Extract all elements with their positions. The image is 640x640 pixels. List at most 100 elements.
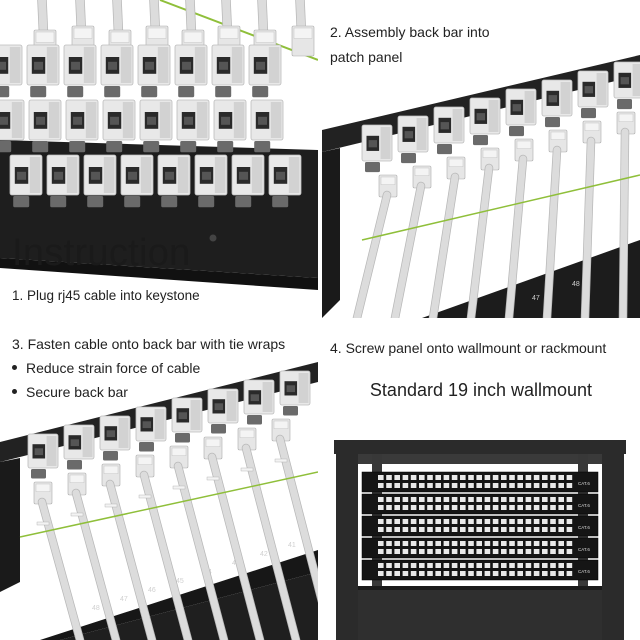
mini-port xyxy=(484,519,491,524)
wallmount-title: Standard 19 inch wallmount xyxy=(369,380,593,400)
keystone-jack xyxy=(213,99,247,153)
mini-port xyxy=(566,505,573,510)
rj45-contacts xyxy=(108,61,117,70)
mini-port xyxy=(468,519,474,524)
mini-port xyxy=(427,563,433,568)
mini-port xyxy=(550,563,556,568)
keystone-jack xyxy=(361,124,393,173)
mini-port xyxy=(550,475,556,480)
mini-port xyxy=(484,571,491,576)
mini-port xyxy=(378,527,384,532)
mini-port xyxy=(542,549,548,554)
mini-port xyxy=(566,571,573,576)
keystone-side xyxy=(177,157,189,193)
keystone-side xyxy=(66,157,78,193)
mini-port xyxy=(378,563,384,568)
mini-port xyxy=(533,563,540,568)
mini-port xyxy=(451,519,458,524)
keystone-jack xyxy=(65,99,99,153)
mini-port xyxy=(550,505,556,510)
keystone-latch xyxy=(87,196,104,208)
keystone-side xyxy=(488,100,499,132)
step-3-text: 3. Fasten cable onto back bar with tie w… xyxy=(12,336,286,352)
mini-port xyxy=(435,505,441,510)
mini-port xyxy=(402,563,409,568)
mini-port xyxy=(460,505,466,510)
bullet-icon xyxy=(12,388,17,394)
mini-port xyxy=(533,475,540,480)
network-cable xyxy=(467,164,493,318)
rj45-contacts xyxy=(276,171,285,180)
mini-port xyxy=(468,527,474,532)
keystone-jack xyxy=(469,97,501,146)
keystone-latch xyxy=(217,141,234,153)
mini-port xyxy=(394,549,400,554)
keystone-latch xyxy=(365,162,380,173)
mini-port xyxy=(410,519,417,524)
mini-port xyxy=(468,563,474,568)
mini-port xyxy=(402,519,409,524)
plug-head xyxy=(239,429,255,438)
keystone-latch xyxy=(283,406,298,416)
keystone-jack xyxy=(83,154,117,208)
tie-wrap xyxy=(104,503,118,508)
mini-port xyxy=(525,549,532,554)
mini-port xyxy=(460,549,466,554)
mini-port xyxy=(451,505,458,510)
mini-port xyxy=(394,527,400,532)
mini-port xyxy=(566,527,573,532)
keystone-latch xyxy=(437,144,452,155)
mini-port xyxy=(394,563,400,568)
keystone-jack xyxy=(243,379,275,425)
mini-port xyxy=(386,497,392,502)
keystone-jack xyxy=(397,115,429,164)
mini-port xyxy=(451,563,458,568)
mini-port xyxy=(525,497,532,502)
keystone-side xyxy=(85,102,97,138)
mini-port xyxy=(378,483,384,488)
keystone-latch xyxy=(473,135,488,146)
mini-port xyxy=(542,541,548,546)
rj45-contacts xyxy=(0,61,6,70)
rj45-contacts xyxy=(128,171,137,180)
mini-port xyxy=(484,475,491,480)
divider xyxy=(0,318,640,322)
mini-port xyxy=(410,505,417,510)
mini-port xyxy=(517,505,523,510)
mini-port xyxy=(460,571,466,576)
mini-port xyxy=(427,541,433,546)
mini-port xyxy=(492,527,499,532)
keystone-jack xyxy=(28,99,62,153)
mini-port xyxy=(525,483,532,488)
network-cable xyxy=(581,137,595,318)
mini-port xyxy=(402,505,409,510)
mini-port xyxy=(484,505,491,510)
plug-head xyxy=(414,167,430,176)
mini-port xyxy=(558,475,564,480)
rj45-contacts xyxy=(440,122,449,130)
mini-port xyxy=(533,549,540,554)
mini-port xyxy=(501,505,507,510)
keystone-jack xyxy=(63,424,95,470)
port-number-label: 46 xyxy=(148,587,156,594)
mini-port xyxy=(410,527,417,532)
keystone-jack xyxy=(100,44,134,98)
keystone-latch xyxy=(175,433,190,443)
port-number-label: 45 xyxy=(176,578,184,585)
keystone-side xyxy=(122,102,134,138)
mini-port xyxy=(542,527,548,532)
plug-head xyxy=(448,158,464,167)
rack-post-right xyxy=(602,454,624,640)
mini-port xyxy=(517,497,523,502)
keystone-jack xyxy=(541,79,573,128)
mini-port xyxy=(517,519,523,524)
rj45-contacts xyxy=(17,171,26,180)
tie-wrap xyxy=(70,512,84,517)
keystone-side xyxy=(288,157,300,193)
mini-port xyxy=(443,519,450,524)
mini-port xyxy=(517,571,523,576)
step-3-bullet: Secure back bar xyxy=(12,384,128,400)
keystone-latch xyxy=(139,442,154,452)
keystone-side xyxy=(46,436,57,466)
